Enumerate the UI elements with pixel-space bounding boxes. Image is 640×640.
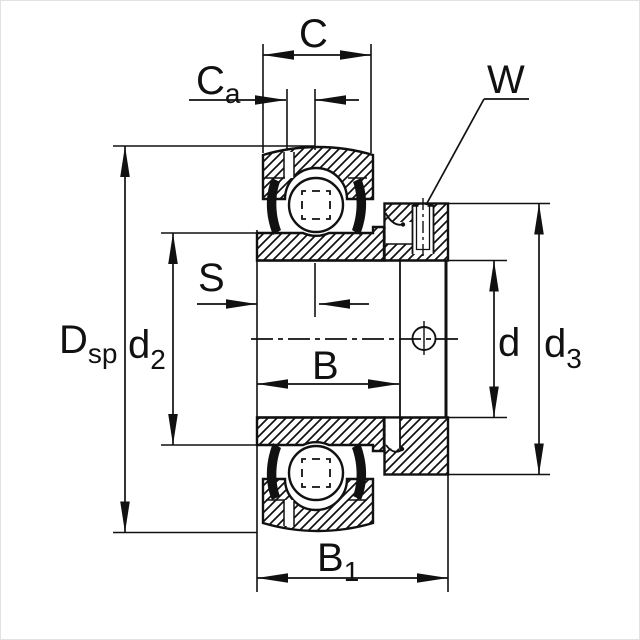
dimension-d3 — [534, 203, 544, 475]
dimension-B1 — [257, 573, 448, 583]
locking-collar-top — [383, 198, 450, 262]
dimension-d2 — [168, 233, 178, 445]
label-d3: d3 — [544, 322, 582, 374]
inner-ring-top — [255, 225, 386, 262]
label-C: C — [299, 12, 328, 56]
dimension-Ca — [189, 95, 359, 105]
label-d2: d2 — [128, 323, 166, 375]
label-W: W — [487, 58, 525, 102]
seal-bottom-right — [352, 443, 367, 500]
grub-screw — [411, 198, 435, 260]
label-Dsp: Dsp — [59, 318, 117, 369]
lubrication-groove-bottom — [284, 500, 294, 526]
seals-bottom — [266, 443, 367, 501]
ball-bottom — [287, 444, 345, 502]
dimension-C — [263, 50, 371, 60]
locking-collar-bottom — [383, 416, 450, 476]
collar-recess-bottom — [385, 418, 400, 449]
dimension-B — [257, 379, 399, 389]
seal-bottom-left — [266, 443, 281, 500]
seal-top-left — [266, 178, 281, 235]
lubrication-groove-top — [284, 152, 294, 178]
dimension-S — [197, 299, 369, 309]
extension-lines — [113, 44, 550, 592]
cross-drill-hole — [411, 321, 437, 355]
label-B1: B1 — [317, 536, 359, 587]
label-d: d — [498, 321, 520, 365]
label-Ca: Ca — [196, 59, 241, 109]
outer-ring-bottom — [261, 477, 375, 533]
collar-recess-top — [385, 222, 413, 244]
seal-top-right — [352, 178, 367, 235]
label-S: S — [198, 256, 225, 300]
leader-W — [425, 98, 529, 206]
ball-top — [287, 176, 345, 234]
dimension-Dsp — [120, 146, 130, 533]
dimension-d — [489, 260, 499, 418]
inner-ring-bottom — [255, 416, 386, 453]
seals-top — [266, 177, 367, 235]
label-B: B — [312, 344, 339, 388]
outer-ring-top — [261, 145, 375, 201]
